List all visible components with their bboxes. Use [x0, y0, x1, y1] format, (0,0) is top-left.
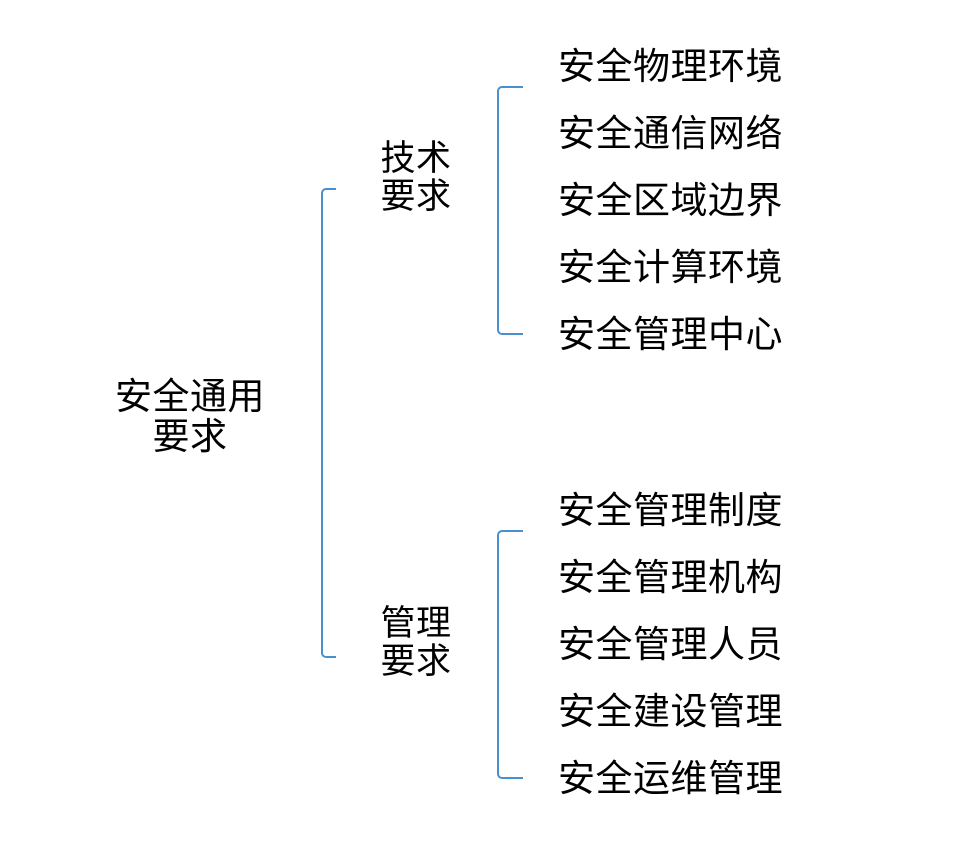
branch-node-management-requirements: 管理 要求 — [356, 605, 476, 681]
leaf-node-secure-physical-environment: 安全物理环境 — [558, 47, 783, 88]
leaf-node-security-construction-mgmt: 安全建设管理 — [558, 692, 783, 733]
root-branch-bracket — [321, 188, 336, 658]
technical-children-bracket — [497, 86, 523, 335]
branch-technical-line1: 技术 — [380, 139, 452, 178]
root-node-general-security-requirements: 安全通用 要求 — [95, 378, 285, 458]
leaf-node-security-management-center: 安全管理中心 — [558, 315, 783, 356]
leaf-node-security-management-personnel: 安全管理人员 — [558, 625, 783, 666]
leaf-node-secure-computing-environment: 安全计算环境 — [558, 248, 783, 289]
management-children-bracket — [497, 530, 523, 779]
leaf-node-security-management-system: 安全管理制度 — [558, 491, 783, 532]
leaf-node-security-management-org: 安全管理机构 — [558, 558, 783, 599]
branch-management-line2: 要求 — [380, 641, 452, 681]
leaf-node-secure-area-boundary: 安全区域边界 — [558, 181, 783, 222]
branch-node-technical-requirements: 技术 要求 — [356, 140, 476, 216]
branch-technical-line2: 要求 — [380, 176, 452, 216]
leaf-node-secure-communication-network: 安全通信网络 — [558, 114, 783, 155]
root-node-line1: 安全通用 — [115, 377, 265, 418]
leaf-node-security-operations-mgmt: 安全运维管理 — [558, 759, 783, 800]
branch-management-line1: 管理 — [380, 604, 452, 643]
root-node-line2: 要求 — [152, 416, 228, 458]
